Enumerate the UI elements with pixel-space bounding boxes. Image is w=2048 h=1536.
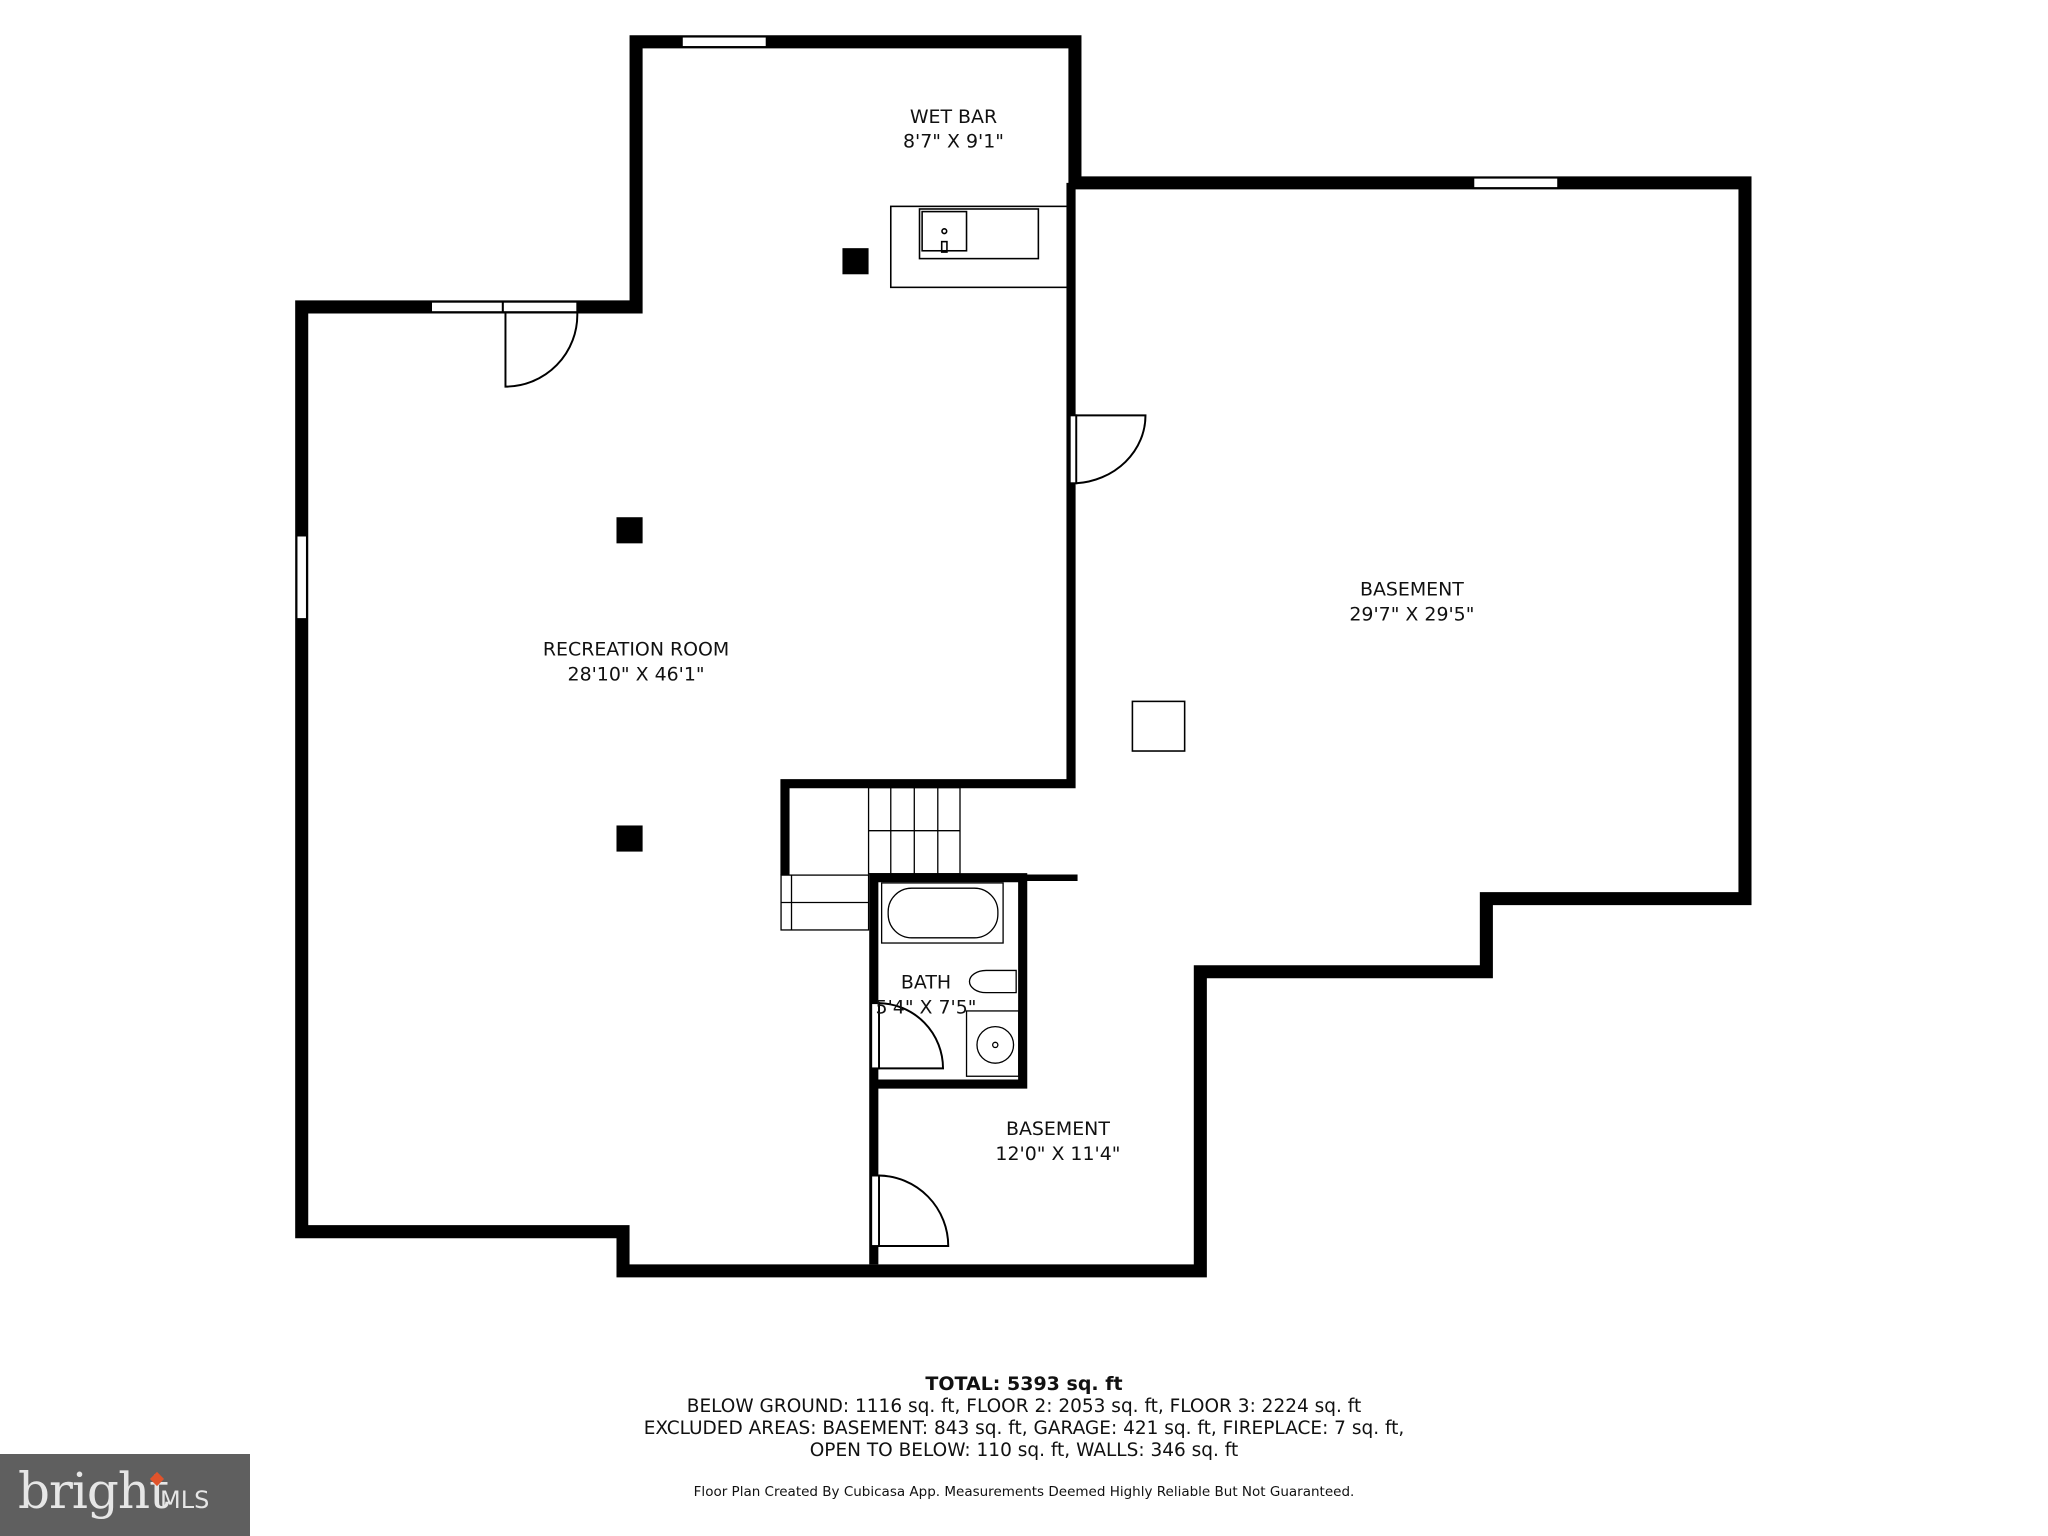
excluded-areas: EXCLUDED AREAS: BASEMENT: 843 sq. ft, GA… — [643, 1418, 1405, 1439]
bath-size: 5'4" X 7'5" — [876, 997, 977, 1019]
utility-square — [1131, 700, 1186, 752]
recreation-room-size: 28'10" X 46'1" — [568, 663, 705, 685]
excluded-areas-cont: OPEN TO BELOW: 110 sq. ft, WALLS: 346 sq… — [809, 1440, 1239, 1461]
total-area: TOTAL: 5393 sq. ft — [925, 1373, 1123, 1395]
wet-bar-name: WET BAR — [910, 106, 997, 128]
wet-bar-size: 8'7" X 9'1" — [903, 131, 1004, 153]
basement-main-name: BASEMENT — [1360, 579, 1464, 601]
logo-suffix: MLS — [160, 1486, 210, 1514]
recreation-room-name: RECREATION ROOM — [543, 639, 729, 661]
wet-bar-counter — [889, 205, 1070, 289]
windows — [295, 35, 1560, 621]
bath-walls — [869, 873, 1028, 1265]
bright-mls-logo: bright MLS — [0, 1454, 250, 1536]
basement-small-name: BASEMENT — [1006, 1118, 1110, 1140]
logo-text: bright — [18, 1462, 169, 1520]
doors — [504, 313, 1147, 1248]
stairs — [780, 786, 961, 931]
bath-fixtures — [880, 882, 1020, 1077]
exterior-walls — [295, 35, 1752, 1278]
area-breakdown: BELOW GROUND: 1116 sq. ft, FLOOR 2: 2053… — [686, 1396, 1362, 1417]
basement-small-size: 12'0" X 11'4" — [995, 1143, 1120, 1165]
columns — [616, 248, 869, 852]
basement-main-size: 29'7" X 29'5" — [1349, 603, 1474, 625]
disclaimer: Floor Plan Created By Cubicasa App. Meas… — [693, 1484, 1355, 1500]
bath-name: BATH — [901, 972, 951, 994]
